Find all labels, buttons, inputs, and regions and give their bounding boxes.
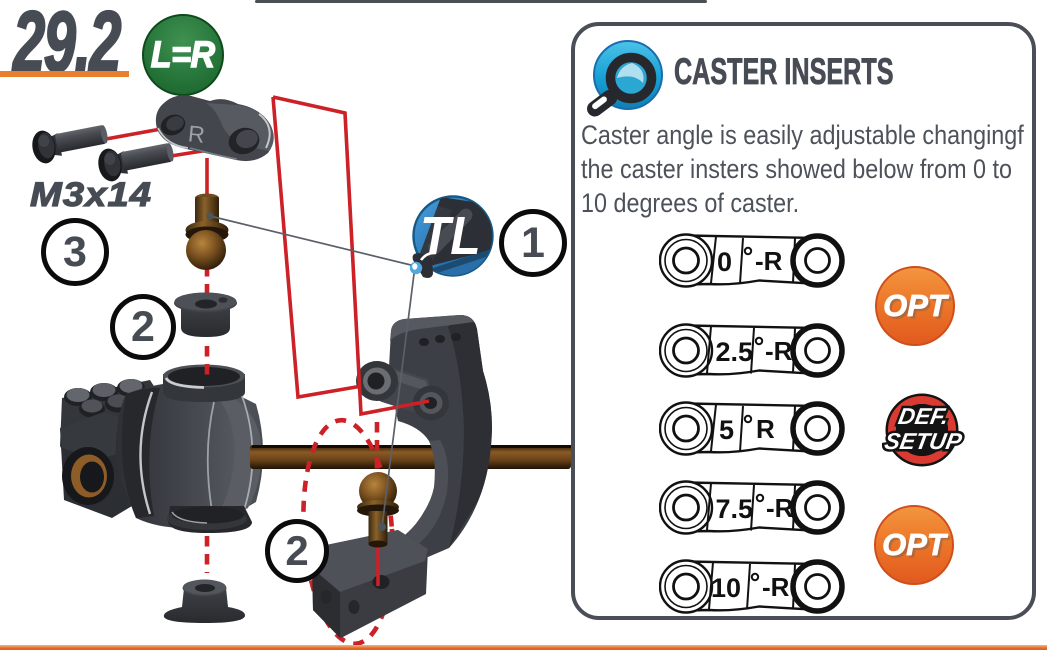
svg-text:-R: -R bbox=[765, 336, 793, 366]
svg-text:0: 0 bbox=[717, 247, 732, 277]
svg-text:-R: -R bbox=[762, 572, 790, 602]
svg-text:5: 5 bbox=[719, 415, 734, 445]
svg-text:7.5: 7.5 bbox=[715, 494, 753, 524]
svg-text:10: 10 bbox=[711, 573, 741, 603]
svg-text:SETUP: SETUP bbox=[883, 428, 965, 454]
svg-text:2.5: 2.5 bbox=[715, 337, 753, 367]
svg-text:R: R bbox=[756, 414, 775, 444]
svg-text:R: R bbox=[187, 120, 206, 148]
svg-text:-R: -R bbox=[766, 493, 794, 523]
svg-text:-R: -R bbox=[755, 246, 783, 276]
svg-text:TL: TL bbox=[420, 205, 481, 265]
svg-text:DEF.: DEF. bbox=[896, 403, 950, 429]
